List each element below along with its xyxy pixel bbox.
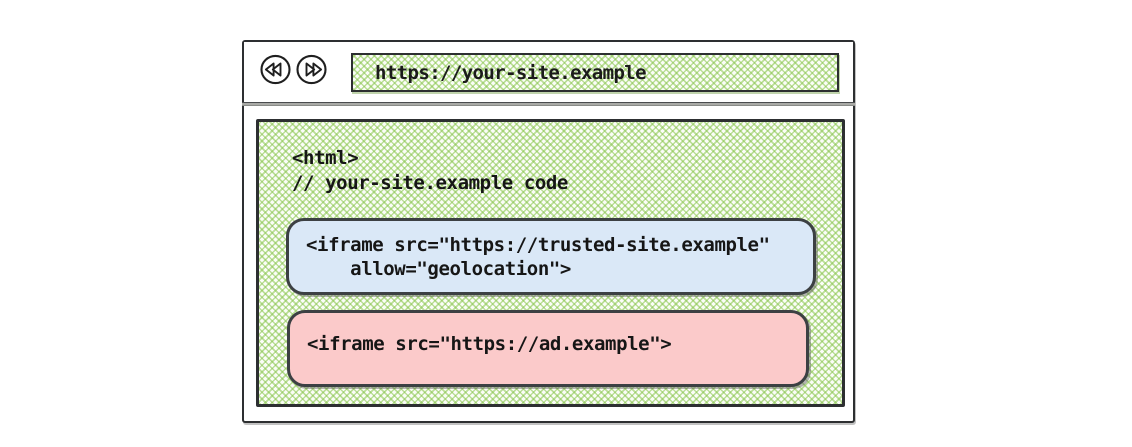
address-url-text: https://your-site.example bbox=[375, 61, 647, 84]
ad-iframe-snippet-box: <iframe src="https://ad.example"> bbox=[287, 310, 809, 387]
toolbar-divider bbox=[242, 102, 855, 106]
trusted-iframe-code-line-2: allow="geolocation"> bbox=[306, 258, 571, 280]
back-button[interactable] bbox=[259, 53, 292, 86]
trusted-iframe-code-line-1: <iframe src="https://trusted-site.exampl… bbox=[306, 234, 770, 256]
browser-toolbar: https://your-site.example bbox=[244, 42, 853, 102]
address-bar[interactable]: https://your-site.example bbox=[351, 53, 839, 92]
trusted-iframe-snippet-box: <iframe src="https://trusted-site.exampl… bbox=[286, 218, 816, 295]
page-viewport: <html> // your-site.example code <iframe… bbox=[256, 119, 845, 407]
double-right-arrow-icon bbox=[295, 53, 328, 86]
html-opening-tag-text: <html> bbox=[292, 147, 359, 169]
page-comment-text: // your-site.example code bbox=[292, 172, 568, 194]
page-code-header: <html> // your-site.example code bbox=[292, 146, 568, 196]
browser-window: https://your-site.example <html> // your… bbox=[242, 40, 855, 423]
ad-iframe-code-line-1: <iframe src="https://ad.example"> bbox=[307, 333, 672, 355]
forward-button[interactable] bbox=[295, 53, 328, 86]
double-left-arrow-icon bbox=[259, 53, 292, 86]
